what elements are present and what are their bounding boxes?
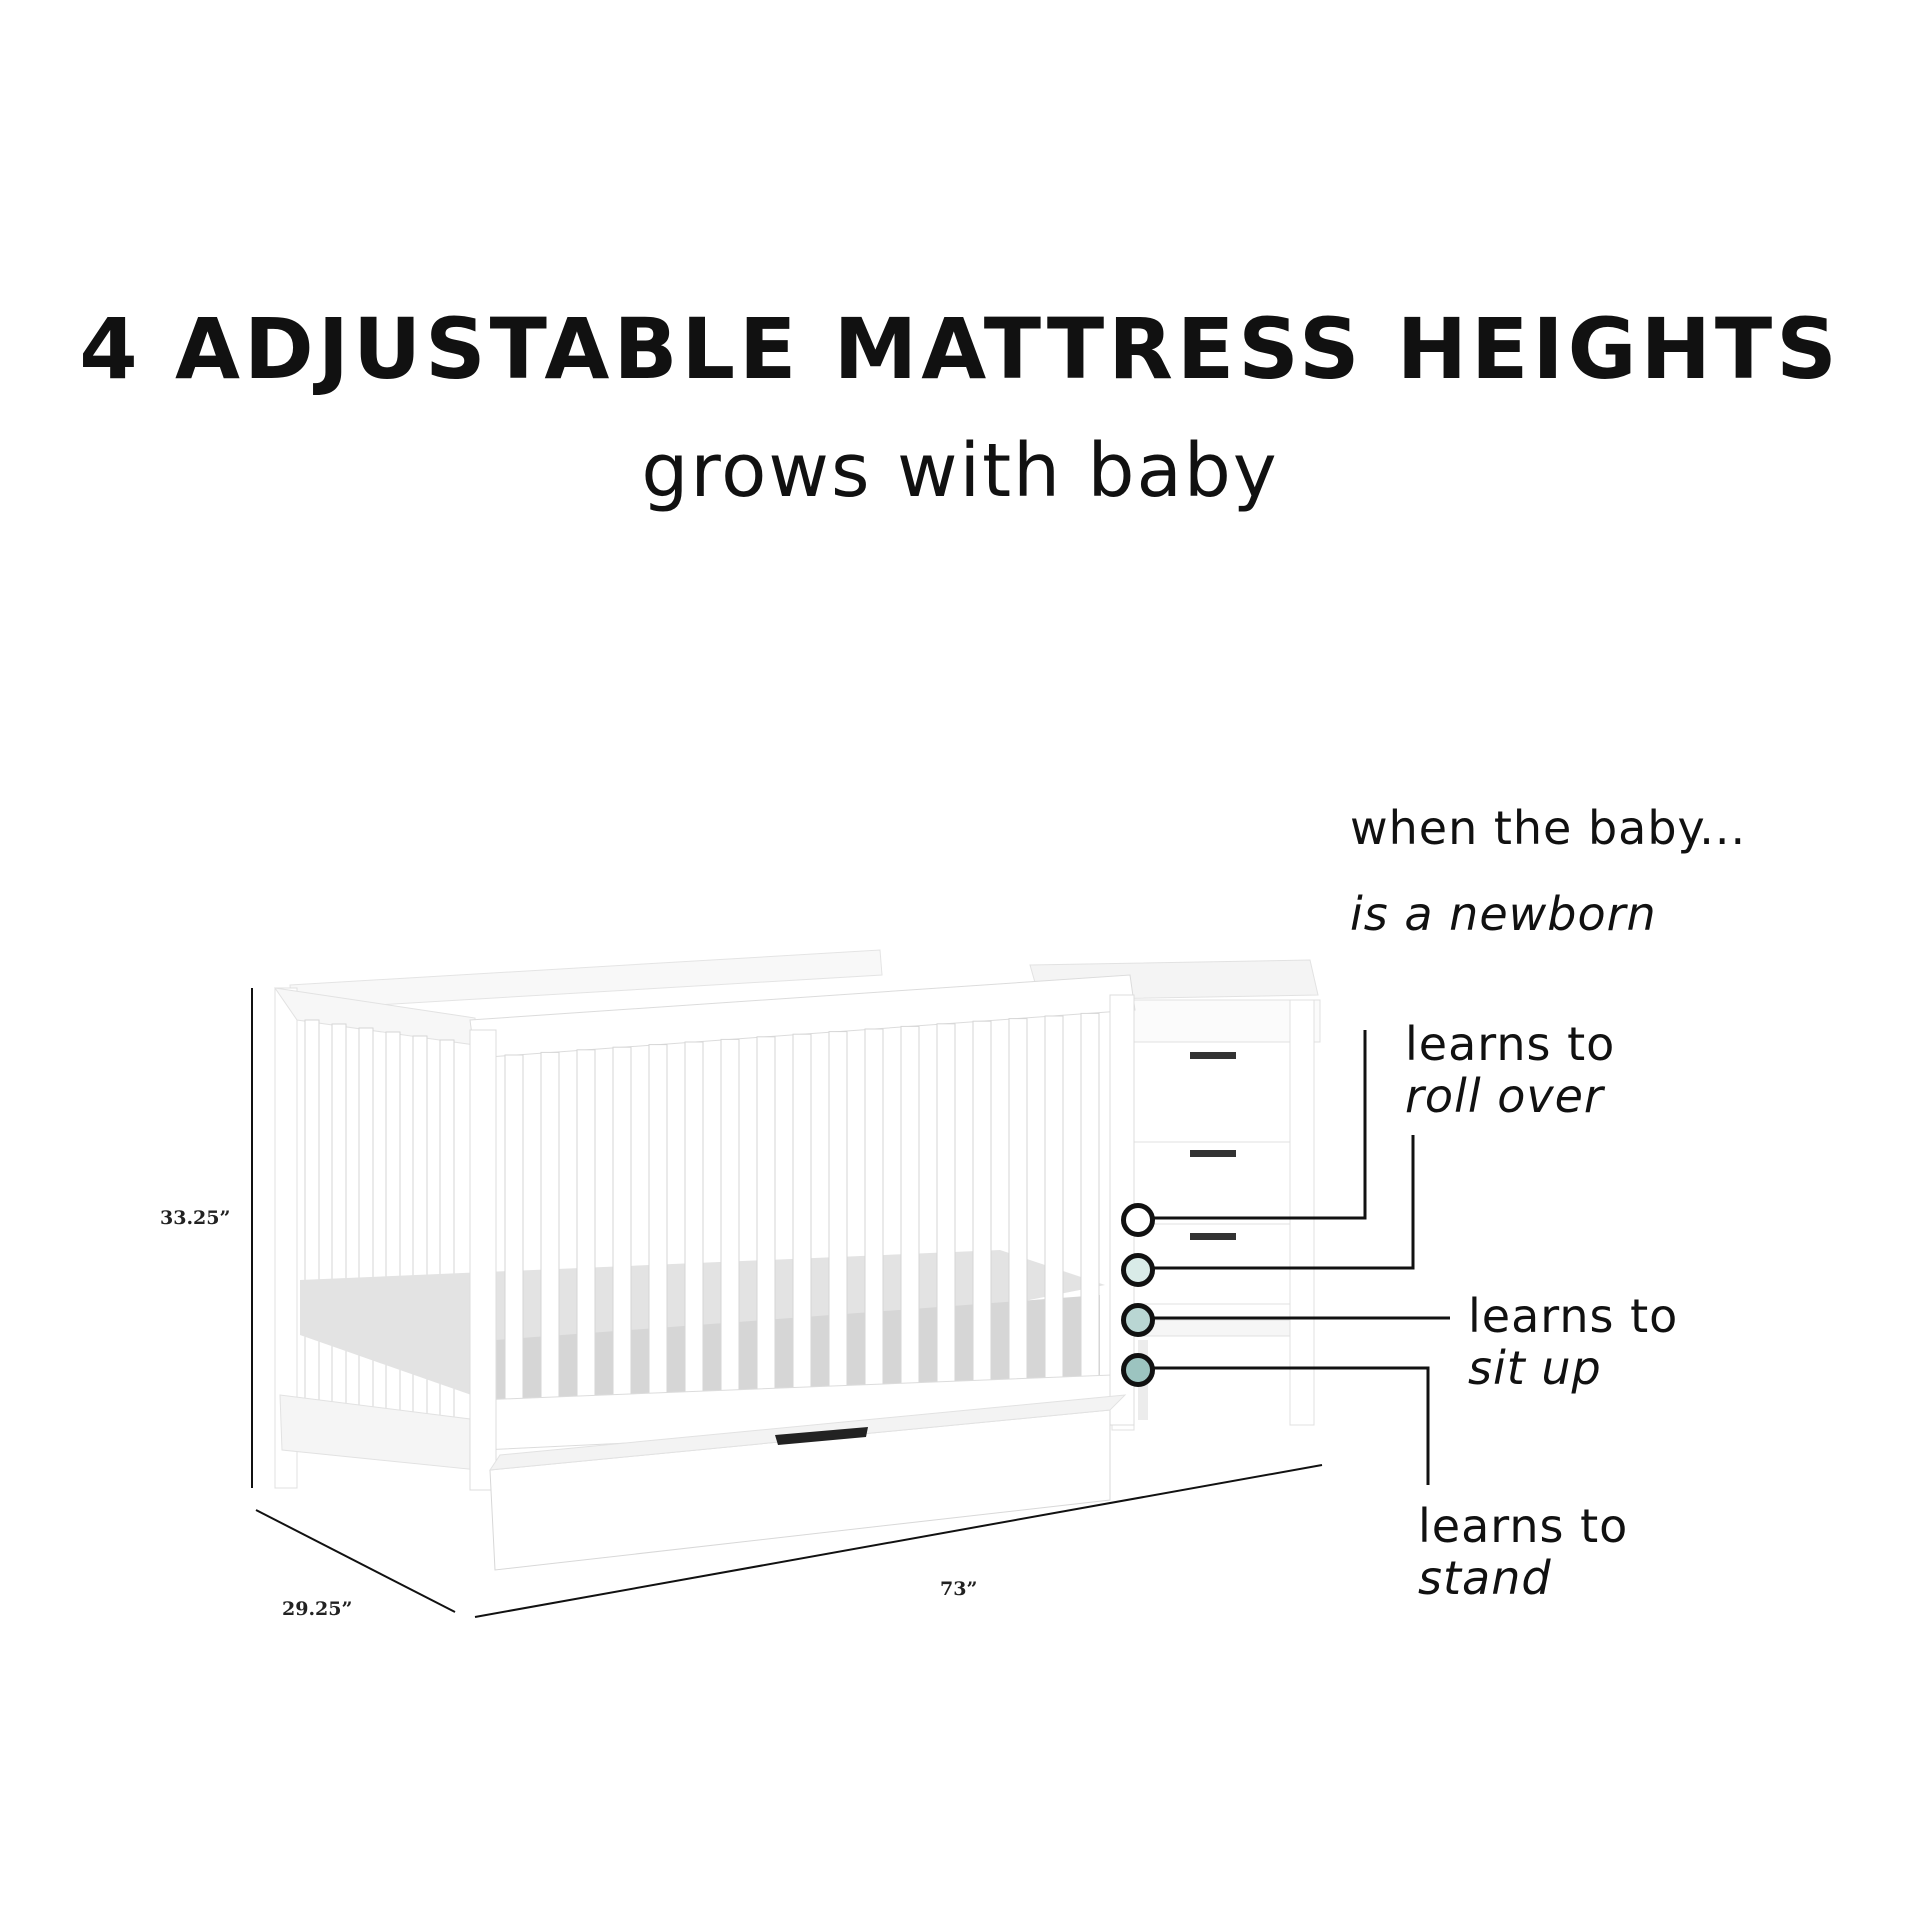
width-dimension-label: 73” (940, 1578, 978, 1600)
crib-slat (792, 1033, 812, 1429)
crib-slat (864, 1028, 884, 1426)
height-dot-icon (1121, 1303, 1155, 1337)
crib-end-slat (331, 1023, 347, 1423)
crib-slat (504, 1054, 524, 1441)
stage-newborn-label: is a newborn (1350, 887, 1657, 941)
height-dimension-label: 33.25” (160, 1207, 231, 1229)
height-dot-icon (1121, 1203, 1155, 1237)
crib-slat (756, 1036, 776, 1431)
crib-slat (684, 1041, 704, 1433)
under-crib-drawer (488, 1394, 1127, 1571)
crib-slat (720, 1038, 740, 1432)
crib-slat (540, 1051, 560, 1440)
drawer-handle-icon (1190, 1150, 1236, 1157)
crib-slat (972, 1020, 992, 1421)
crib-slat (1044, 1015, 1064, 1418)
crib-slat (828, 1031, 848, 1427)
crib-slat (612, 1046, 632, 1436)
crib-slat (900, 1025, 920, 1425)
legend-connectors (1148, 1030, 1450, 1485)
height-dot-icon (1121, 1253, 1155, 1287)
drawer-handle-icon (1190, 1233, 1236, 1240)
crib-slat (1080, 1012, 1100, 1417)
page-title: 4 ADJUSTABLE MATTRESS HEIGHTS (79, 300, 1841, 398)
drawer-handle-icon (775, 1427, 868, 1445)
depth-dimension-line (255, 1509, 456, 1613)
crib-end-slat (304, 1019, 320, 1421)
legend-intro: when the baby... (1350, 801, 1747, 855)
crib-left-end (273, 987, 479, 1489)
drawer-handle-icon (1190, 1052, 1236, 1059)
depth-dimension-label: 29.25” (282, 1598, 353, 1620)
width-dimension-line (474, 1464, 1323, 1618)
crib-front (469, 974, 1136, 1491)
crib-slat (936, 1023, 956, 1423)
page-subtitle: grows with baby (641, 428, 1279, 514)
crib-slat (1008, 1018, 1028, 1420)
changing-station (1029, 959, 1321, 1431)
crib-end-slat (358, 1027, 374, 1425)
crib-slat (648, 1044, 668, 1435)
height-dot-icon (1121, 1353, 1155, 1387)
crib-slat (576, 1049, 596, 1438)
